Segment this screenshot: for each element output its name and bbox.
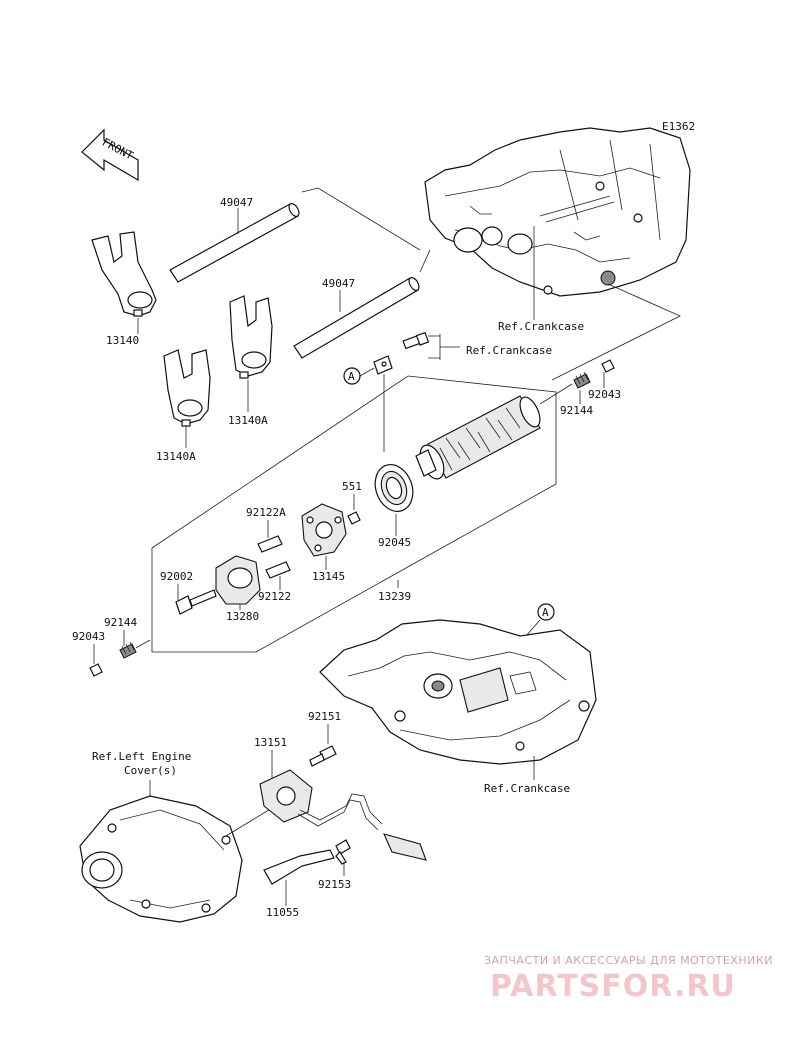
- drum-holder: [215, 555, 261, 605]
- callout-a-lower-text: A: [542, 606, 549, 619]
- drum-assy-label: 13239: [378, 590, 411, 603]
- upper-crankcase: [424, 127, 691, 297]
- shift-rod-upper-label: 49047: [220, 196, 253, 209]
- fork-center-label: 13140A: [156, 450, 196, 463]
- bolt: [175, 589, 217, 615]
- left-engine-cover: [79, 795, 273, 923]
- ref-crankcase-upper: Ref.Crankcase: [498, 320, 584, 333]
- stopper-plate: [373, 355, 393, 375]
- clamp: [263, 849, 335, 885]
- fork-right-label: 13140A: [228, 414, 268, 427]
- callout-a-lower: A: [537, 603, 555, 621]
- callout-a-upper: A: [343, 367, 361, 385]
- shift-drum: [415, 395, 541, 480]
- spring-top-label: 92144: [560, 404, 593, 417]
- crankcase-bolt: [402, 331, 430, 350]
- shift-fork-center: [163, 349, 211, 427]
- spring-bottom: [119, 641, 137, 659]
- shift-rod-upper: [169, 203, 300, 283]
- stopper-pin: [347, 511, 361, 525]
- bearing-label: 92045: [378, 536, 411, 549]
- clamp-label: 11055: [266, 906, 299, 919]
- watermark-line1: ЗАПЧАСТИ И АКСЕССУАРЫ ДЛЯ МОТОТЕХНИКИ: [484, 954, 773, 967]
- pin-bottom: [89, 663, 103, 677]
- pin-top: [601, 359, 615, 373]
- bolt-label: 92002: [160, 570, 193, 583]
- spring-top: [573, 371, 591, 389]
- dowel-label: 92122: [258, 590, 291, 603]
- clamp-bolt-label: 92153: [318, 878, 351, 891]
- gear-position-sensor: [259, 769, 427, 861]
- shift-fork-left: [91, 231, 157, 317]
- shift-rod-lower-label: 49047: [322, 277, 355, 290]
- ref-left-cover-2: Cover(s): [124, 764, 177, 777]
- lower-crankcase: [319, 619, 597, 765]
- bearing: [374, 464, 414, 512]
- cam-label: 13145: [312, 570, 345, 583]
- diagram-id: E1362: [662, 120, 695, 133]
- callout-a-upper-text: A: [348, 370, 355, 383]
- front-arrow-icon: FRONT: [81, 128, 139, 182]
- clamp-bolt: [335, 839, 351, 865]
- pin-top-label: 92043: [588, 388, 621, 401]
- dowel: [265, 561, 291, 579]
- dowel-a: [257, 535, 283, 553]
- holder-label: 13280: [226, 610, 259, 623]
- stopper-pin-label: 551: [342, 480, 362, 493]
- pin-bottom-label: 92043: [72, 630, 105, 643]
- sensor-bolt: [309, 745, 337, 767]
- sensor-label: 13151: [254, 736, 287, 749]
- ref-crankcase-lower: Ref.Crankcase: [484, 782, 570, 795]
- ref-crankcase-bolt: Ref.Crankcase: [466, 344, 552, 357]
- sensor-bolt-label: 92151: [308, 710, 341, 723]
- shift-rod-lower: [293, 277, 420, 359]
- shift-fork-right: [229, 295, 273, 379]
- ref-left-cover-1: Ref.Left Engine: [92, 750, 191, 763]
- fork-left-label: 13140: [106, 334, 139, 347]
- watermark-line2: PARTSFOR.RU: [490, 969, 736, 1004]
- shift-drum-cam: [301, 503, 347, 557]
- dowel-a-label: 92122A: [246, 506, 286, 519]
- spring-bottom-label: 92144: [104, 616, 137, 629]
